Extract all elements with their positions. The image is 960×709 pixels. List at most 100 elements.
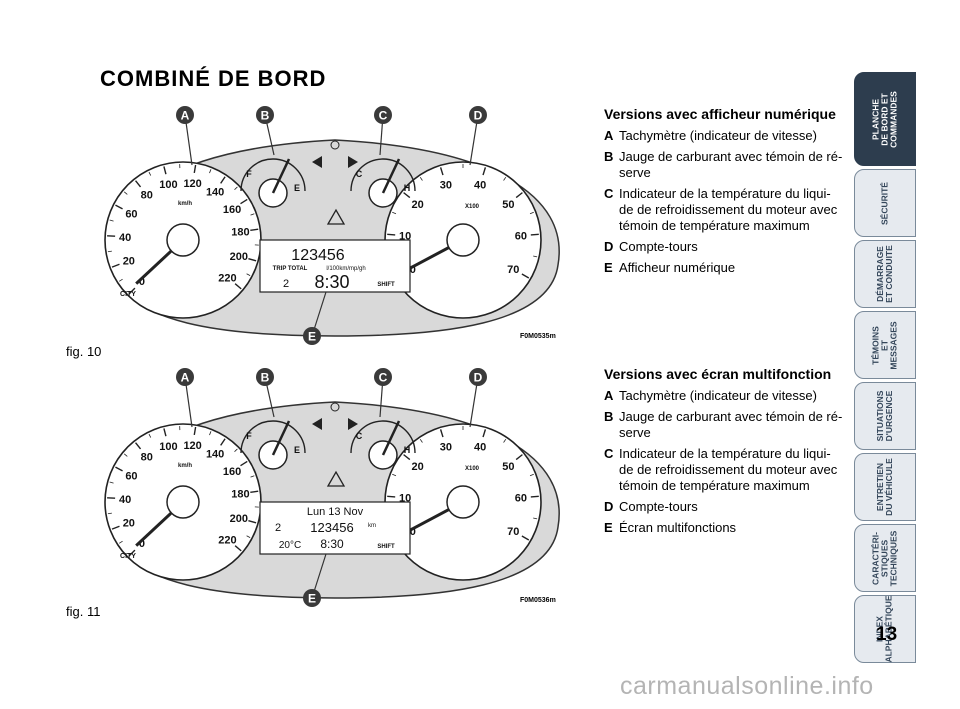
tachometer-tick — [503, 438, 507, 443]
display-time: 8:30 — [320, 537, 344, 551]
speedometer-tick — [148, 171, 152, 176]
tachometer-tick — [515, 192, 523, 199]
speedometer-tick — [240, 460, 248, 467]
speedometer-tick — [107, 512, 112, 515]
fuel-gauge-label: E — [294, 183, 300, 193]
tachometer-tick — [439, 429, 444, 438]
speedometer-tick — [109, 219, 114, 222]
speedometer-tick — [250, 475, 255, 478]
display-shift-label: SHIFT — [377, 282, 395, 288]
tachometer-tick-label: 60 — [515, 493, 527, 505]
watermark: carmanualsonline.info — [620, 672, 874, 700]
tachometer-tick — [392, 211, 397, 215]
callout-label: C — [379, 109, 388, 123]
tab-temoins[interactable]: TÉMOINS ET MESSAGES — [854, 311, 916, 379]
tab-demarrage[interactable]: DÉMARRAGE ET CONDUITE — [854, 240, 916, 308]
speedometer-tick-label: 0 — [139, 276, 145, 288]
display-time: 8:30 — [314, 272, 349, 292]
speedometer-tick-label: 80 — [141, 190, 153, 202]
speedometer-tick — [246, 273, 251, 276]
speedometer-tick — [128, 287, 136, 295]
city-label: CITY — [120, 291, 136, 298]
callout-marker-b — [256, 106, 274, 124]
digital-display — [259, 501, 411, 555]
tachometer-tick-label: 30 — [440, 180, 452, 192]
speedometer-tick — [135, 180, 142, 188]
callout-label: B — [261, 371, 270, 385]
tab-index[interactable]: INDEX ALPHABÉTIQUE — [854, 595, 916, 663]
callout-label: D — [474, 109, 483, 123]
tachometer-tick — [530, 495, 539, 498]
hazard-icon — [326, 208, 346, 225]
tachometer-tick — [521, 535, 530, 541]
speedometer-tick — [119, 540, 123, 544]
tachometer-tick — [403, 454, 411, 461]
page-number: 13 — [876, 624, 898, 645]
speedometer-tick-label: 40 — [119, 494, 131, 506]
city-label: CITY — [120, 553, 136, 560]
fuel-gauge-arc — [240, 158, 306, 192]
speedometer-tick — [109, 481, 114, 484]
temperature-gauge-arc — [350, 158, 416, 192]
tachometer-tick-label: 70 — [507, 526, 519, 538]
speedometer-tick-label: 20 — [123, 518, 135, 530]
display-consumption-label: l/100km/mp/gh — [326, 266, 365, 272]
speedometer-tick — [107, 250, 112, 253]
speedometer-tick-label: 40 — [119, 232, 131, 244]
speedometer-tick-label: 180 — [231, 489, 249, 501]
chapter-tabs: PLANCHE DE BORD ET COMMANDES SÉCURITÉ DÉ… — [854, 72, 916, 666]
speedometer-tick-label: 160 — [223, 204, 241, 216]
section-heading: Versions avec écran multifonction — [604, 366, 832, 382]
figure-caption: fig. 11 — [66, 604, 101, 619]
tachometer-tick — [387, 233, 396, 236]
fuel-gauge-needle — [271, 158, 291, 194]
temperature-gauge-arc — [350, 420, 416, 454]
tachometer-tick — [482, 167, 487, 176]
speedometer-tick — [220, 176, 226, 184]
tachometer-tick — [387, 495, 396, 498]
speedometer-tick — [248, 519, 257, 524]
tachometer-tick-label: 50 — [502, 461, 514, 473]
tachometer-tick — [529, 211, 534, 215]
tachometer-tick — [392, 473, 397, 477]
callout-label: A — [181, 109, 190, 123]
callout-label: E — [308, 592, 316, 606]
tachometer-tick-label: 0 — [410, 526, 416, 538]
tab-urgence[interactable]: SITUATIONS D'URGENCE — [854, 382, 916, 450]
tachometer-tick-label: 0 — [410, 264, 416, 276]
speedometer-tick-label: 20 — [123, 256, 135, 268]
tab-planche-de-bord[interactable]: PLANCHE DE BORD ET COMMANDES — [854, 72, 916, 166]
display-date: Lun 13 Nov — [307, 506, 364, 518]
tab-entretien[interactable]: ENTRETIEN DU VÉHICULE — [854, 453, 916, 521]
display-temperature: 20°C — [279, 540, 301, 551]
tachometer-tick — [482, 429, 487, 438]
speedometer-tick — [115, 466, 123, 472]
digital-display — [259, 239, 411, 293]
speedometer-tick — [115, 204, 123, 210]
tachometer-tick-label: 60 — [515, 231, 527, 243]
speedometer-tick-label: 140 — [206, 187, 224, 199]
speedometer-tick — [111, 263, 120, 268]
speedometer-tick — [234, 448, 238, 452]
speedometer-hub — [166, 485, 200, 519]
speedometer-tick — [193, 426, 197, 436]
speedometer-tick — [148, 433, 152, 438]
temperature-gauge-label: C — [356, 169, 363, 179]
turn-right-icon — [348, 418, 358, 430]
display-odometer: 123456 — [310, 520, 353, 535]
fuel-gauge-label: F — [246, 169, 252, 179]
speedometer-tick — [111, 525, 120, 530]
speedometer-tick — [135, 442, 142, 450]
speedometer-tick-label: 0 — [139, 538, 145, 550]
display-shift-label: SHIFT — [377, 544, 395, 550]
tab-caracteristiques[interactable]: CARACTÉRI- STIQUES TECHNIQUES — [854, 524, 916, 592]
tab-securite[interactable]: SÉCURITÉ — [854, 169, 916, 237]
display-odometer: 123456 — [291, 247, 344, 264]
